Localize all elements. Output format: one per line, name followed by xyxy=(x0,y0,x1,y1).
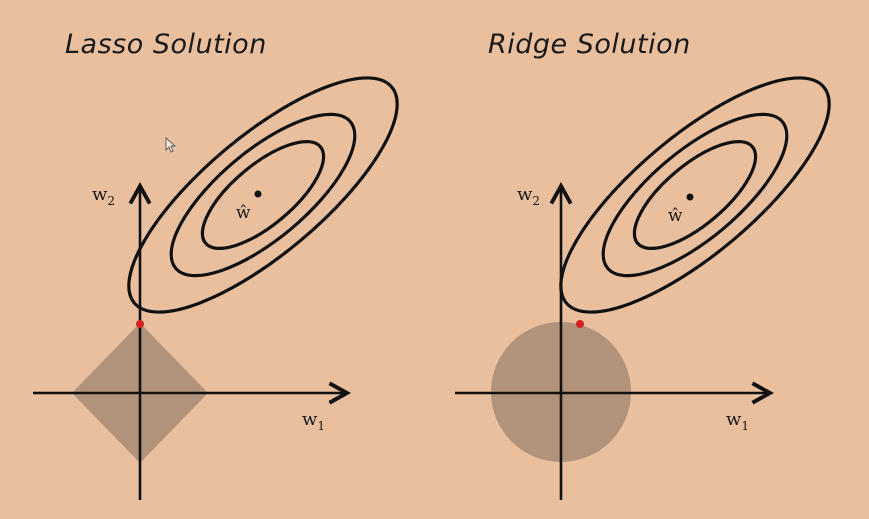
lasso-contour-middle xyxy=(169,112,357,278)
lasso-panel: Lasso Solution ŵ w2 w1 xyxy=(33,29,399,500)
ridge-solution-point xyxy=(576,320,584,328)
ridge-title: Ridge Solution xyxy=(488,29,691,60)
lasso-solution-point xyxy=(136,320,144,328)
ridge-contour-outer xyxy=(559,76,831,314)
lasso-contours xyxy=(127,76,399,314)
ridge-x-axis-label: w1 xyxy=(726,409,749,433)
mouse-cursor-icon xyxy=(165,136,177,153)
lasso-title: Lasso Solution xyxy=(65,29,267,60)
ridge-panel: Ridge Solution ŵ w2 w1 xyxy=(455,29,831,500)
ridge-estimate-label: ŵ xyxy=(668,206,683,226)
ridge-estimate-point xyxy=(686,193,694,201)
lasso-y-axis-label: w2 xyxy=(92,184,115,208)
lasso-contour-outer xyxy=(127,76,399,314)
ridge-y-axis-label: w2 xyxy=(517,184,540,208)
lasso-estimate-label: ŵ xyxy=(236,203,251,223)
lasso-x-axis-label: w1 xyxy=(302,409,325,433)
lasso-estimate-point xyxy=(254,190,262,198)
ridge-contour-middle xyxy=(601,112,789,278)
ridge-contours xyxy=(559,76,831,314)
lasso-contour-inner xyxy=(200,139,326,251)
ridge-contour-inner xyxy=(632,139,758,251)
